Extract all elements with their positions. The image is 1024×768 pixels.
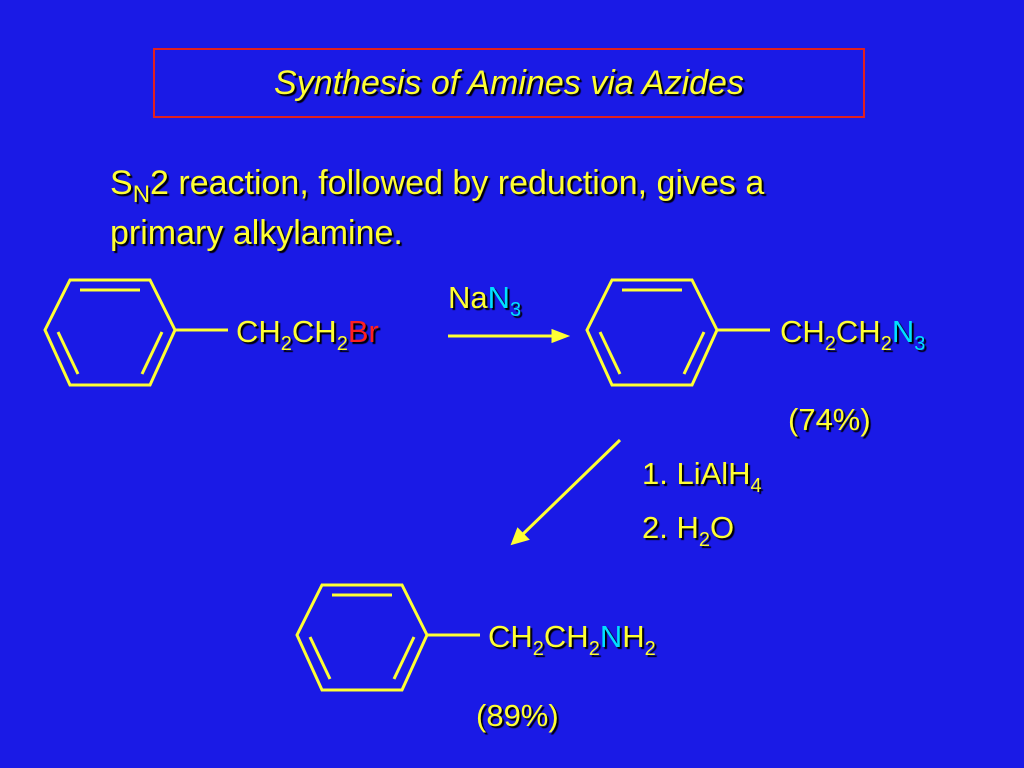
step1-sub: 4	[750, 475, 762, 497]
reactant-formula: CH2CH2Br	[236, 314, 379, 355]
reactant-sub-2: 2	[336, 333, 348, 355]
reagent-n: N	[487, 280, 511, 315]
amine-ch-1: CH	[488, 619, 533, 654]
reduction-step-1: 1. LiAlH4	[642, 456, 762, 497]
title-box: Synthesis of Amines via Azides	[153, 48, 865, 118]
step1-text: 1. LiAlH	[642, 456, 751, 491]
azide-ch-2: CH	[835, 314, 881, 349]
yield-amine: (89%)	[476, 698, 559, 733]
azide-n: N	[891, 314, 915, 349]
step2-sub: 2	[698, 529, 710, 551]
reduction-step-2: 2. H2O	[642, 510, 735, 551]
intro-n-subscript: N	[132, 181, 151, 208]
benzene-ring-amine	[295, 583, 480, 692]
amine-sub-3: 2	[644, 638, 656, 660]
reactant-bromine: Br	[347, 314, 379, 349]
intro-text: SN2 reaction, followed by reduction, giv…	[110, 160, 910, 256]
amine-ch-2: CH	[543, 619, 589, 654]
reactant-ch-1: CH	[236, 314, 281, 349]
reagent-sub-3: 3	[510, 299, 522, 321]
slide-title: Synthesis of Amines via Azides	[274, 63, 744, 102]
intro-line1: 2 reaction, followed by reduction, gives…	[150, 164, 765, 202]
reaction-arrow-right	[448, 328, 571, 344]
reactant-ch-2: CH	[291, 314, 337, 349]
step2-end: O	[709, 510, 735, 545]
intro-s: S	[110, 164, 133, 202]
azide-formula: CH2CH2N3	[780, 314, 925, 355]
amine-sub-2: 2	[588, 638, 600, 660]
azide-sub-2: 2	[880, 333, 892, 355]
amine-n: N	[599, 619, 623, 654]
yield-azide: (74%)	[788, 402, 871, 437]
reagent-na: Na	[448, 280, 488, 315]
amine-h: H	[622, 619, 645, 654]
azide-sub-1: 2	[824, 333, 836, 355]
intro-line2: primary alkylamine.	[110, 214, 403, 252]
reagent-sodium-azide: NaN3	[448, 280, 521, 321]
reaction-arrow-diagonal	[510, 438, 622, 546]
benzene-ring-azide	[585, 278, 770, 387]
amine-formula: CH2CH2NH2	[488, 619, 656, 660]
step2-text: 2. H	[642, 510, 699, 545]
reactant-sub-1: 2	[280, 333, 292, 355]
azide-sub-3: 3	[914, 333, 926, 355]
azide-ch-1: CH	[780, 314, 825, 349]
amine-sub-1: 2	[532, 638, 544, 660]
benzene-ring-reactant	[43, 278, 228, 387]
